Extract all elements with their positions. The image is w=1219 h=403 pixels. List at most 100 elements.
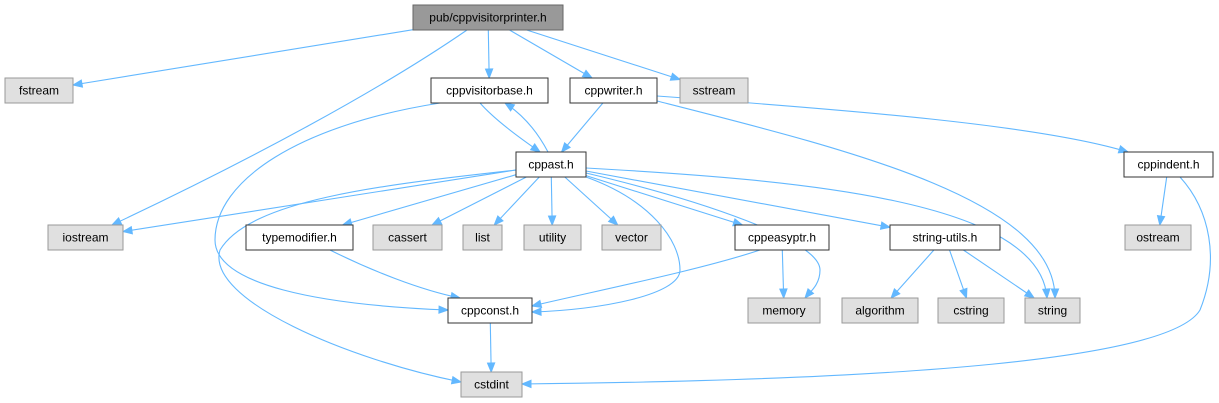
node-box (747, 297, 821, 324)
node-label: typemodifier.h (262, 231, 337, 245)
edge-cppeasyptr-to-memory (779, 249, 788, 300)
node-label: ostream (1136, 231, 1179, 245)
edge-arrowhead (438, 305, 450, 314)
node-vector: vector (601, 224, 662, 251)
edge-line (531, 176, 681, 313)
edge-root-to-iostream (110, 29, 468, 226)
edge-line (72, 29, 414, 86)
edge-cppast-to-stringutils (585, 170, 892, 230)
node-fstream: fstream (4, 77, 74, 104)
edge-root-to-sstream (526, 29, 682, 81)
edge-arrowhead (121, 225, 134, 235)
edge-arrowhead (486, 362, 496, 374)
edge-cppeasyptr-to-cppconst (530, 249, 761, 309)
node-ostream: ostream (1124, 224, 1192, 251)
edge-stringutils-to-string (963, 249, 1036, 299)
node-memory: memory (747, 297, 821, 324)
edge-root-to-fstream (71, 29, 414, 88)
edge-line (963, 249, 1035, 299)
edge-line (564, 176, 619, 226)
node-box (889, 224, 1001, 251)
edge-arrowhead (779, 288, 788, 300)
node-iostream: iostream (47, 224, 124, 251)
edge-cppast-to-list (493, 176, 540, 226)
edge-line (218, 169, 517, 383)
node-cppast[interactable]: cppast.h (515, 151, 587, 178)
edge-line (329, 249, 461, 299)
node-label: memory (762, 304, 805, 318)
node-box (841, 297, 919, 324)
edge-writer-to-string (656, 100, 1060, 300)
edge-line (509, 29, 593, 79)
node-root[interactable]: pub/cppvisitorprinter.h (412, 4, 564, 31)
node-stringutils[interactable]: string-utils.h (889, 224, 1001, 251)
node-label: cppwriter.h (584, 84, 642, 98)
node-cppindent[interactable]: cppindent.h (1123, 151, 1214, 178)
node-typemodifier[interactable]: typemodifier.h (245, 224, 354, 251)
edge-line (493, 176, 540, 226)
edge-root-to-visitorbase (484, 29, 494, 80)
edge-arrowhead (1023, 289, 1036, 299)
node-label: cppvisitorbase.h (446, 84, 533, 98)
edge-typemodifier-to-cppconst (329, 249, 462, 301)
node-algorithm: algorithm (841, 297, 919, 324)
node-visitorbase[interactable]: cppvisitorbase.h (430, 77, 549, 104)
edge-arrowhead (890, 288, 901, 299)
edge-arrowhead (607, 215, 619, 226)
edge-arrowhead (804, 287, 815, 300)
edge-line (585, 167, 1048, 299)
edge-arrowhead (1050, 288, 1060, 300)
edge-arrowhead (581, 69, 594, 79)
edge-arrowhead (520, 379, 532, 389)
edge-cppast-to-vector (564, 176, 619, 226)
node-cstdint: cstdint (460, 371, 523, 398)
node-string: string (1024, 297, 1081, 324)
node-box (1024, 297, 1081, 324)
edge-arrowhead (530, 299, 543, 309)
edge-line (214, 102, 449, 311)
node-box (1123, 151, 1214, 178)
node-box (601, 224, 662, 251)
edge-arrowhead (547, 215, 557, 227)
edge-arrowhead (879, 221, 892, 230)
edge-cppindent-to-ostream (1156, 176, 1168, 227)
edge-cppast-to-string (585, 167, 1051, 300)
node-writer[interactable]: cppwriter.h (569, 77, 658, 104)
edge-cppast-to-iostream (121, 169, 517, 235)
edge-line (431, 176, 527, 226)
node-label: cppast.h (528, 158, 573, 172)
edge-line (342, 174, 517, 226)
edge-stringutils-to-cstring (948, 249, 968, 300)
node-box (47, 224, 124, 251)
edge-arrowhead (430, 216, 443, 226)
edge-arrowhead (669, 72, 682, 81)
edge-line (122, 169, 517, 233)
node-cppconst[interactable]: cppconst.h (447, 297, 533, 324)
node-label: string-utils.h (913, 231, 978, 245)
edge-cppast-to-cppconst (530, 176, 681, 317)
node-cstring: cstring (937, 297, 1005, 324)
node-box (4, 77, 74, 104)
edge-cppast-to-visitorbase (503, 102, 549, 153)
node-cppeasyptr[interactable]: cppeasyptr.h (734, 224, 830, 251)
node-box (569, 77, 658, 104)
node-label: cassert (388, 231, 427, 245)
edge-cppast-to-cstdint (218, 169, 517, 385)
edge-arrowhead (493, 215, 504, 226)
edge-line (585, 170, 891, 228)
nodes-layer: pub/cppvisitorprinter.h fstream cppvisitor… (4, 4, 1214, 398)
node-cassert: cassert (372, 224, 443, 251)
edge-line (656, 95, 1129, 153)
edge-visitorbase-to-cppconst (214, 102, 450, 314)
node-label: iostream (62, 231, 108, 245)
edge-writer-to-cppast (560, 102, 604, 154)
node-sstream: sstream (679, 77, 749, 104)
node-box (372, 224, 443, 251)
edges-layer (71, 29, 1211, 389)
node-label: cppconst.h (461, 304, 519, 318)
edge-line (585, 175, 743, 226)
edge-arrowhead (450, 375, 463, 385)
edge-line (521, 176, 1211, 385)
edge-line (531, 249, 761, 307)
